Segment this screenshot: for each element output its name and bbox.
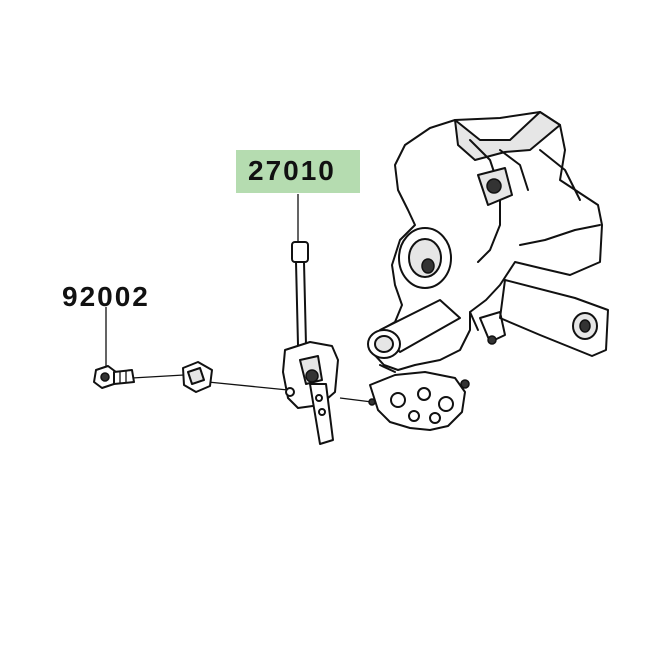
leader-bolt-to-clip (131, 374, 185, 379)
sensor-mount-point (368, 398, 376, 406)
frame-assembly (367, 111, 609, 431)
clip-nut (182, 361, 213, 393)
frame-bolt-head (486, 178, 502, 194)
part-number-92002[interactable]: 92002 (62, 281, 150, 312)
part-number-27010[interactable]: 27010 (248, 155, 336, 186)
part-27010-highlight (236, 150, 360, 193)
leader-sensor-to-frame (339, 397, 373, 403)
leader-lines (105, 194, 373, 403)
height-sensor-27010 (282, 241, 339, 445)
bolt-92002 (93, 365, 135, 389)
leader-clip-to-sensor (207, 381, 289, 391)
